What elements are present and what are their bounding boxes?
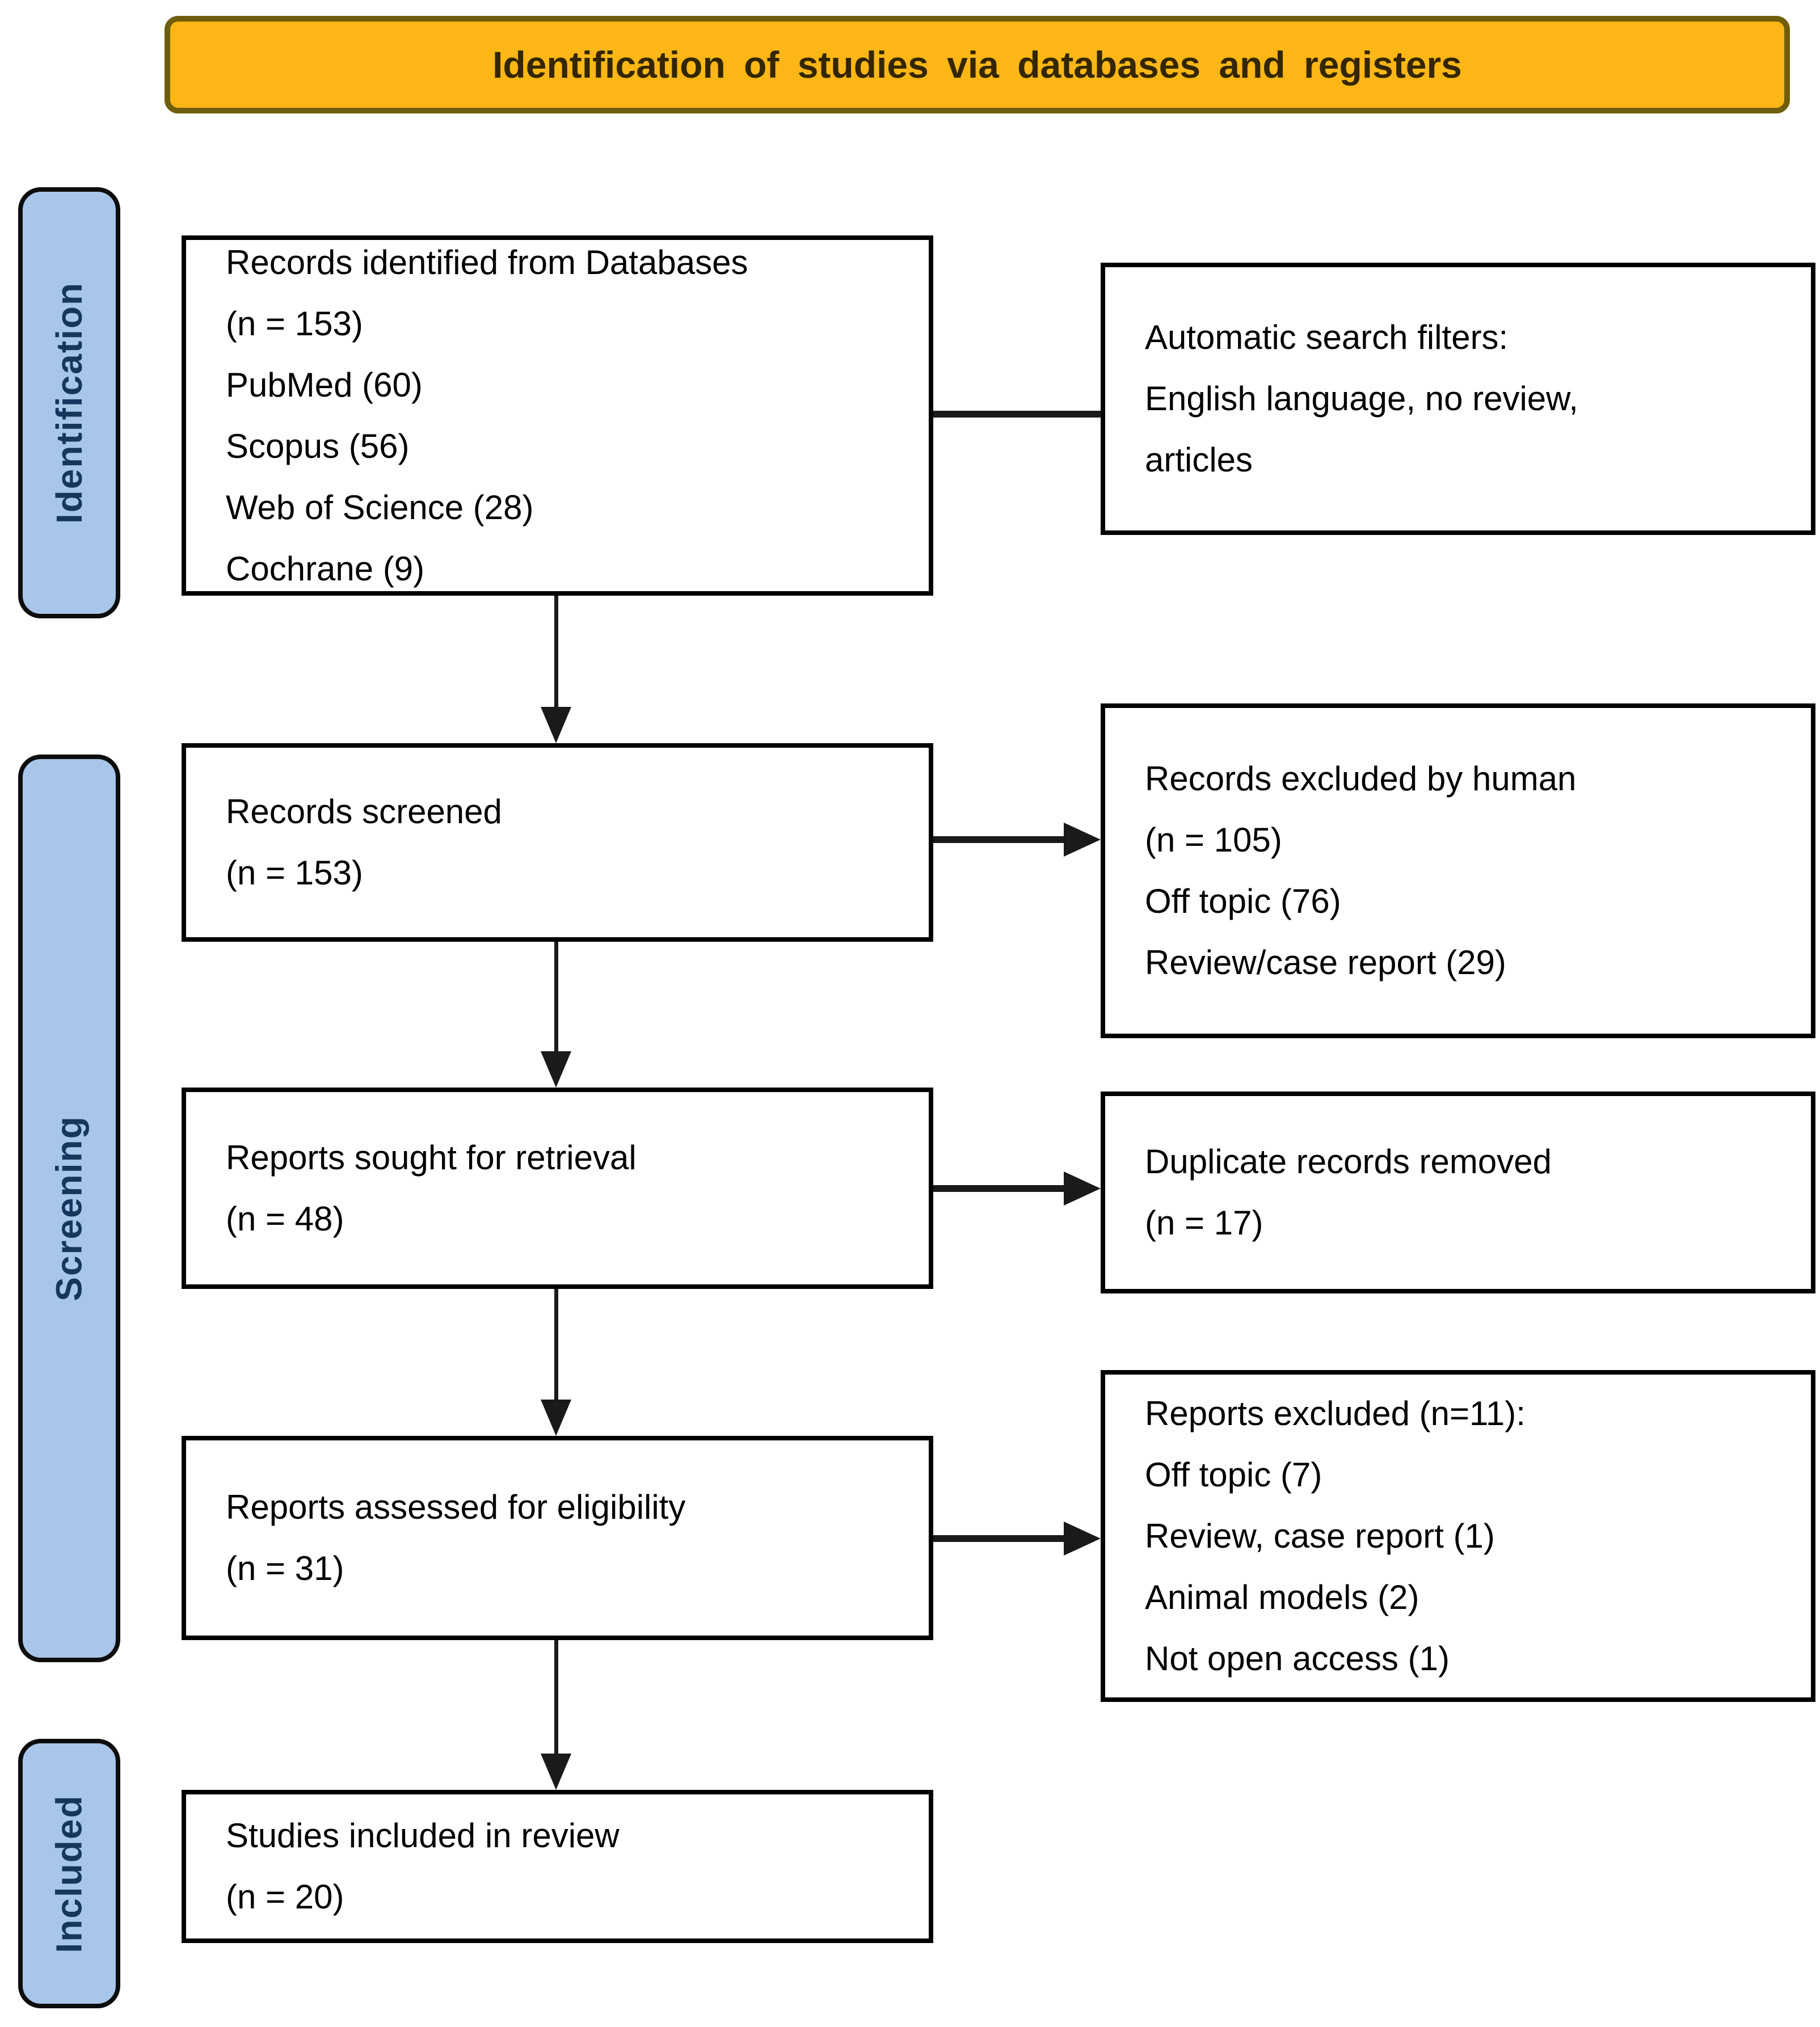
box-text-line: Off topic (76) [1145,882,1341,920]
box-text-line: Review, case report (1) [1145,1516,1495,1555]
arrow-stem-sought-to-assessed [554,1289,558,1400]
box-text-line: Records identified from Databases [226,243,748,281]
box-text-line: Off topic (7) [1145,1455,1322,1494]
arrow-stem-screened-to-excluded [933,836,1067,843]
arrow-stem-identified-to-screened [554,596,558,709]
box-text-line: Not open access (1) [1145,1639,1450,1678]
box-text-line: (n = 48) [226,1199,344,1238]
box-text-line: (n = 105) [1145,821,1282,859]
box-text-line: Studies included in review [226,1817,620,1855]
box-automatic-search-filters: Automatic search filters: English langua… [1101,263,1815,535]
stage-label-included-text: Included [49,1794,90,1953]
box-records-identified: Records identified from Databases (n = 1… [182,235,933,596]
box-reports-assessed: Reports assessed for eligibility (n = 31… [182,1436,933,1640]
arrowhead-down-icon [541,1754,571,1790]
box-studies-included: Studies included in review (n = 20) [182,1790,933,1943]
connector-identified-to-filters [933,411,1101,418]
box-text-line: Reports assessed for eligibility [226,1488,686,1526]
arrow-stem-sought-to-duplicates [933,1185,1067,1192]
box-text-line: Reports sought for retrieval [226,1138,637,1177]
box-text-line: Animal models (2) [1145,1578,1419,1616]
box-text-line: articles [1145,441,1253,479]
box-text-line: Cochrane (9) [226,549,425,588]
box-text-line: (n = 153) [226,304,363,343]
box-text-line: (n = 20) [226,1878,344,1916]
box-text-line: Web of Science (28) [226,488,534,526]
box-text-line: English language, no review, [1145,380,1578,418]
arrowhead-right-icon [1064,1171,1101,1206]
box-records-excluded-human: Records excluded by human (n = 105) Off … [1101,703,1815,1038]
box-text-line: Duplicate records removed [1145,1143,1552,1181]
box-text-line: Records screened [226,793,502,831]
box-text-line: Automatic search filters: [1145,318,1509,356]
box-text-line: Records excluded by human [1145,760,1577,798]
box-text-line: PubMed (60) [226,365,423,404]
box-text-line: Review/case report (29) [1145,943,1506,981]
arrowhead-right-icon [1064,1522,1101,1556]
stage-label-identification-text: Identification [49,281,90,524]
box-text-line: Reports excluded (n=11): [1145,1394,1526,1432]
box-text-line: (n = 31) [226,1549,344,1587]
box-text-line: (n = 17) [1145,1204,1263,1242]
box-text-line: Scopus (56) [226,427,410,465]
arrow-stem-screened-to-sought [554,942,558,1052]
arrow-stem-assessed-to-included [554,1640,558,1754]
stage-label-screening: Screening [18,755,120,1662]
box-text-line: (n = 153) [226,854,363,892]
arrowhead-down-icon [541,1051,571,1088]
diagram-title: Identification of studies via databases … [492,44,1462,86]
stage-label-identification: Identification [18,187,120,618]
arrow-stem-assessed-to-excluded [933,1535,1067,1542]
arrowhead-down-icon [541,707,571,743]
box-reports-sought: Reports sought for retrieval (n = 48) [182,1088,933,1289]
stage-label-included: Included [18,1739,120,2008]
stage-label-screening-text: Screening [49,1115,90,1301]
box-duplicates-removed: Duplicate records removed (n = 17) [1101,1092,1815,1293]
arrowhead-right-icon [1064,823,1101,857]
box-records-screened: Records screened (n = 153) [182,743,933,942]
box-reports-excluded: Reports excluded (n=11): Off topic (7) R… [1101,1370,1815,1702]
diagram-title-banner: Identification of studies via databases … [165,16,1790,113]
arrowhead-down-icon [541,1400,571,1436]
